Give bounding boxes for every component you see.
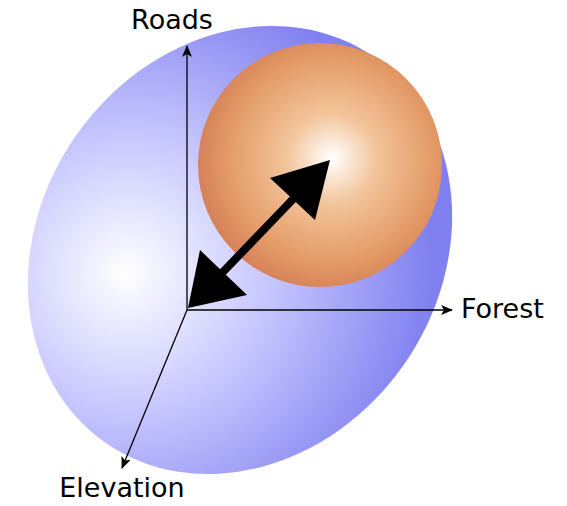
axes [122, 46, 452, 468]
axis-label: Forest [461, 293, 544, 324]
elevation-axis [122, 310, 187, 468]
double-arrow [188, 160, 330, 308]
region-ellipse [0, 0, 539, 506]
forest-axis [187, 309, 452, 310]
roads-axis [186, 46, 187, 310]
axis-label: Roads [131, 4, 213, 35]
sphere [198, 43, 442, 287]
axis-label: Elevation [59, 472, 184, 503]
